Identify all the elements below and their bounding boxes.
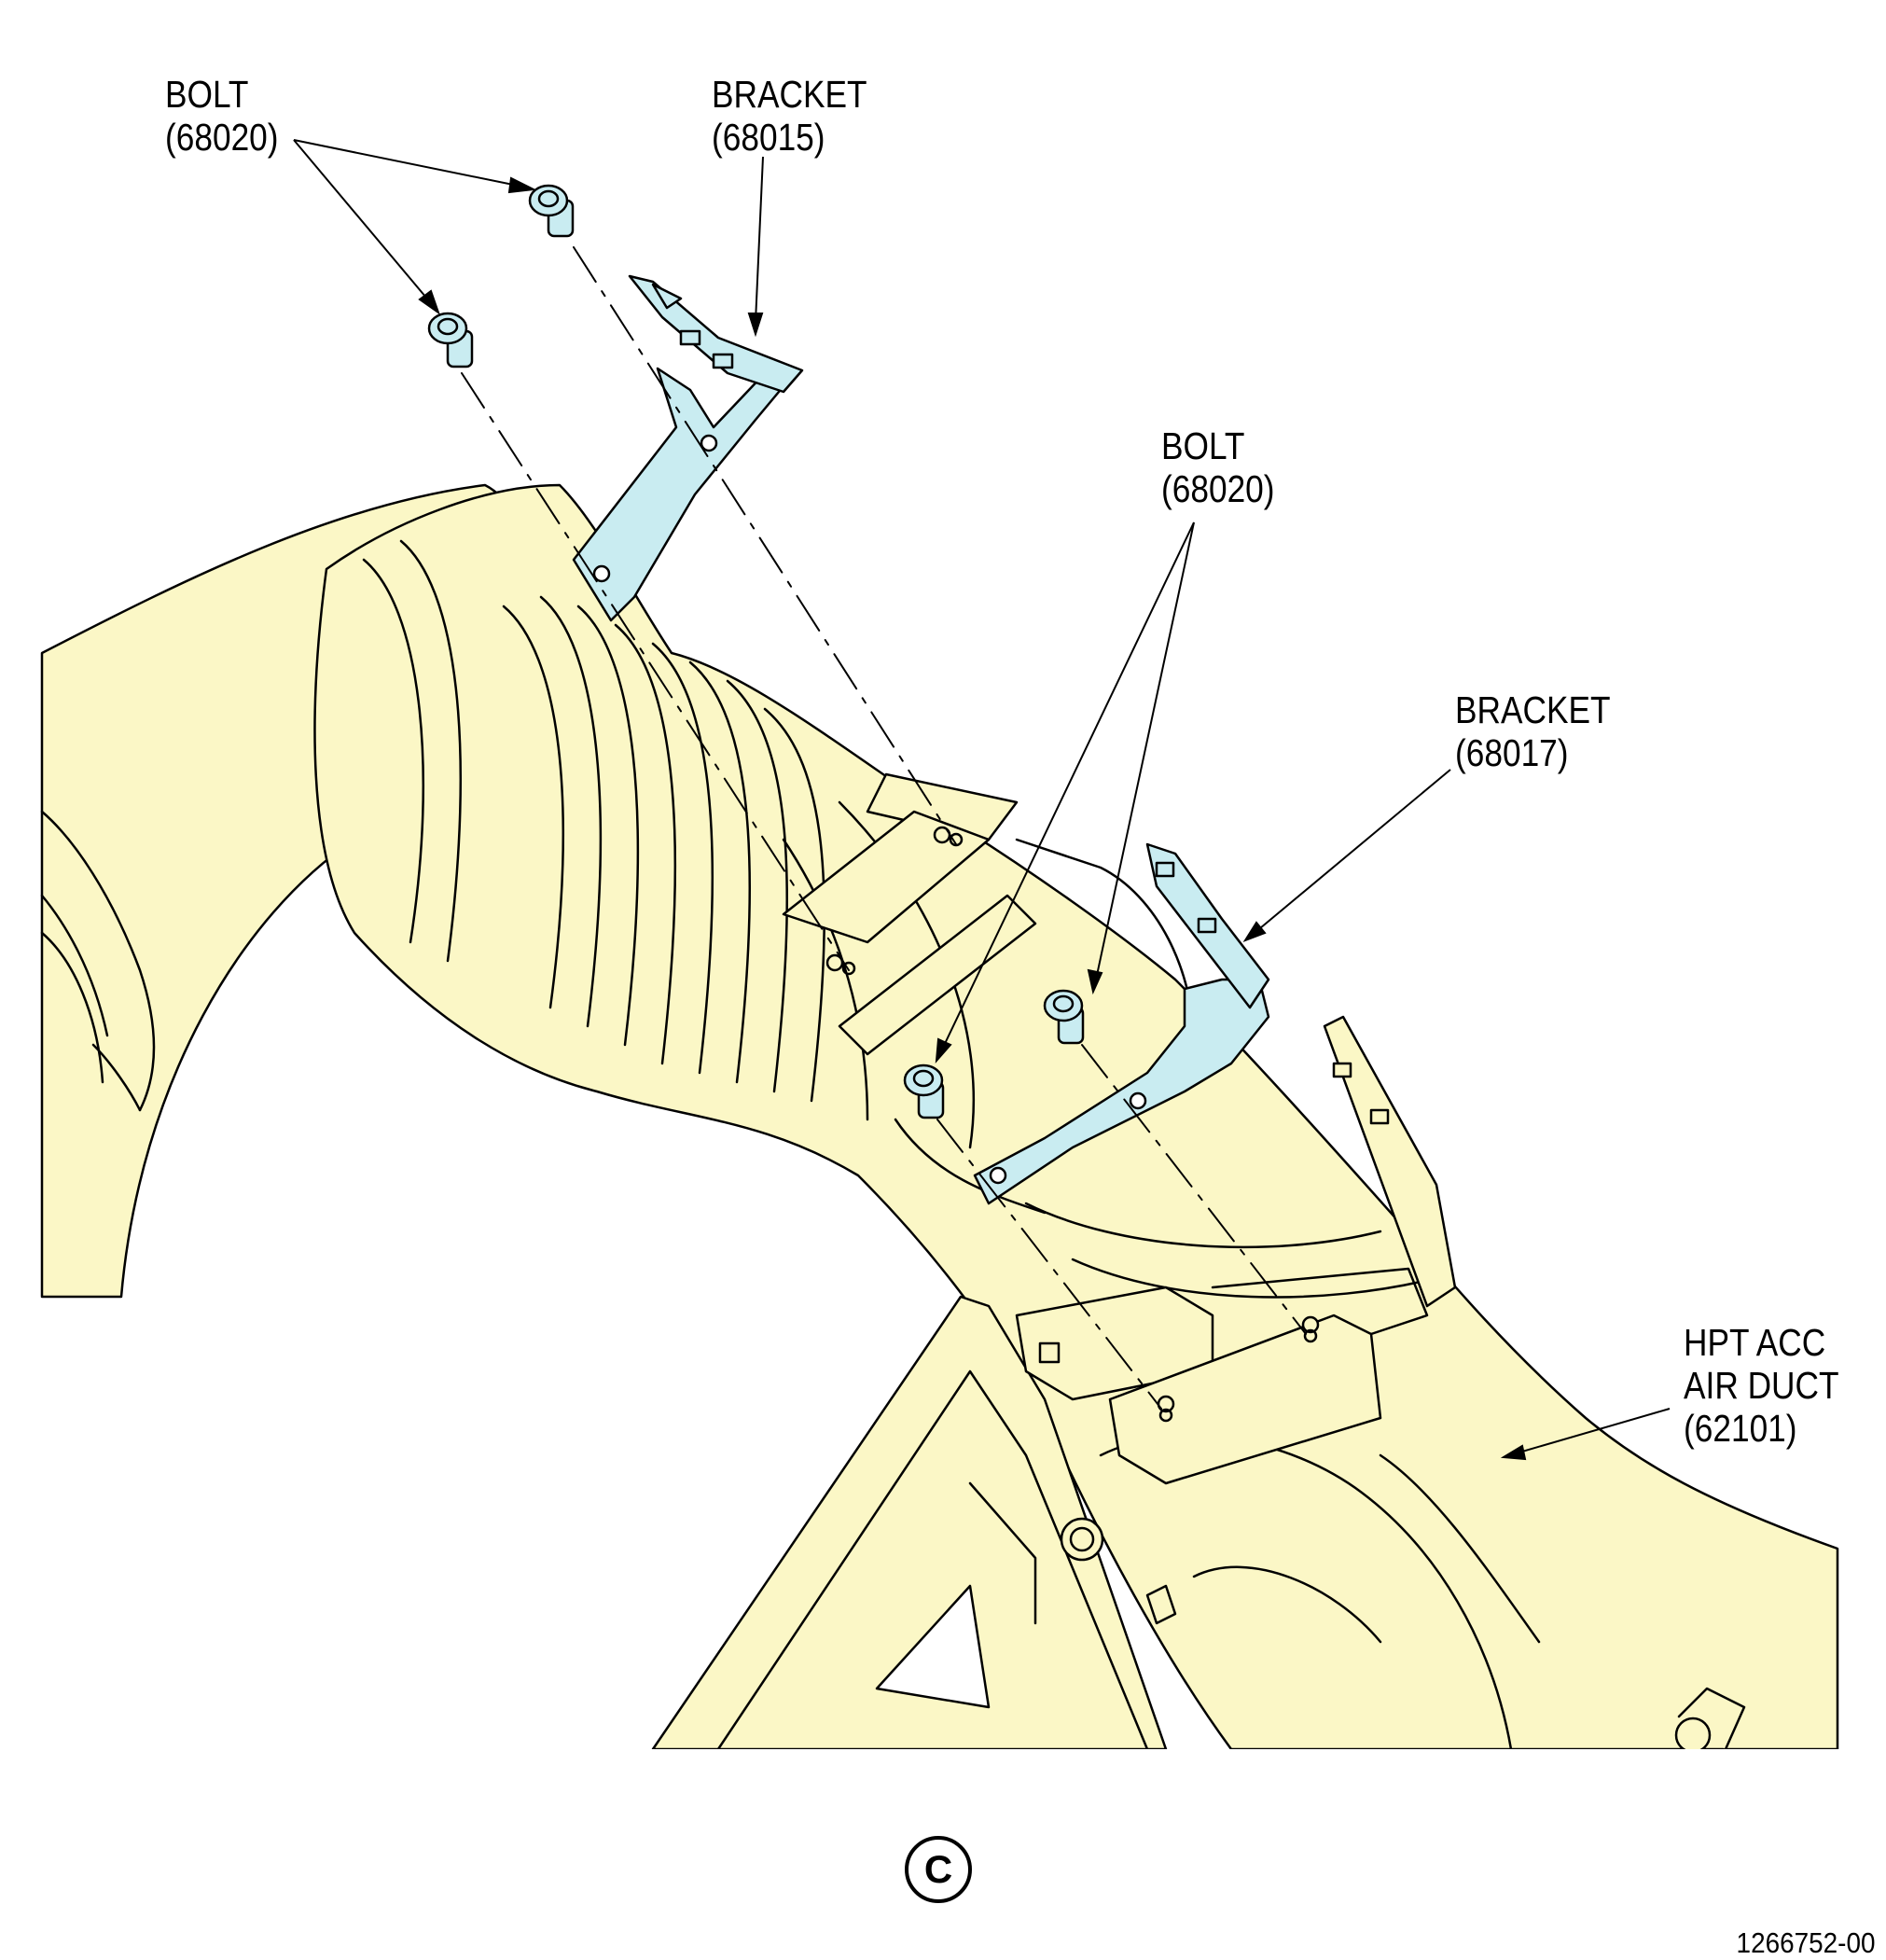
label-bolt-top: BOLT (68020) [165, 73, 279, 159]
support-frame [651, 1295, 1177, 1749]
label-duct-line2: AIR DUCT [1684, 1364, 1839, 1407]
label-bracket-mid-number: (68017) [1455, 731, 1569, 774]
right-duct-flange [1323, 1015, 1457, 1308]
label-bolt-mid-number: (68020) [1161, 467, 1275, 510]
bolt-68020-d [903, 1063, 945, 1119]
label-bracket-top-number: (68015) [712, 116, 825, 159]
view-indicator-circle: C [905, 1836, 972, 1903]
label-duct: HPT ACC AIR DUCT (62101) [1684, 1321, 1839, 1450]
label-bolt-mid-name: BOLT [1161, 424, 1245, 467]
leader-lines [293, 139, 1671, 1461]
view-letter: C [923, 1847, 953, 1891]
duct-clamp-pads [1015, 1267, 1429, 1485]
label-bolt-mid: BOLT (68020) [1161, 424, 1275, 510]
bolt-68020-b [427, 312, 474, 368]
bracket-68015 [572, 274, 804, 622]
bolt-68020-c [1043, 989, 1085, 1045]
label-duct-line1: HPT ACC [1684, 1321, 1826, 1364]
installation-center-lines [461, 246, 1307, 1410]
upper-clamp-band [782, 810, 1037, 1056]
bracket-68017 [973, 842, 1270, 1205]
label-bolt-top-name: BOLT [165, 73, 249, 116]
bolt-68020-a [528, 184, 575, 238]
label-bracket-mid: BRACKET (68017) [1455, 688, 1611, 774]
label-duct-number: (62101) [1684, 1407, 1797, 1450]
label-bracket-top: BRACKET (68015) [712, 73, 867, 159]
label-bracket-top-name: BRACKET [712, 73, 867, 116]
label-bolt-top-number: (68020) [165, 116, 279, 159]
label-bracket-mid-name: BRACKET [1455, 688, 1611, 731]
figure-id: 1266752-00 [1736, 1926, 1875, 1959]
